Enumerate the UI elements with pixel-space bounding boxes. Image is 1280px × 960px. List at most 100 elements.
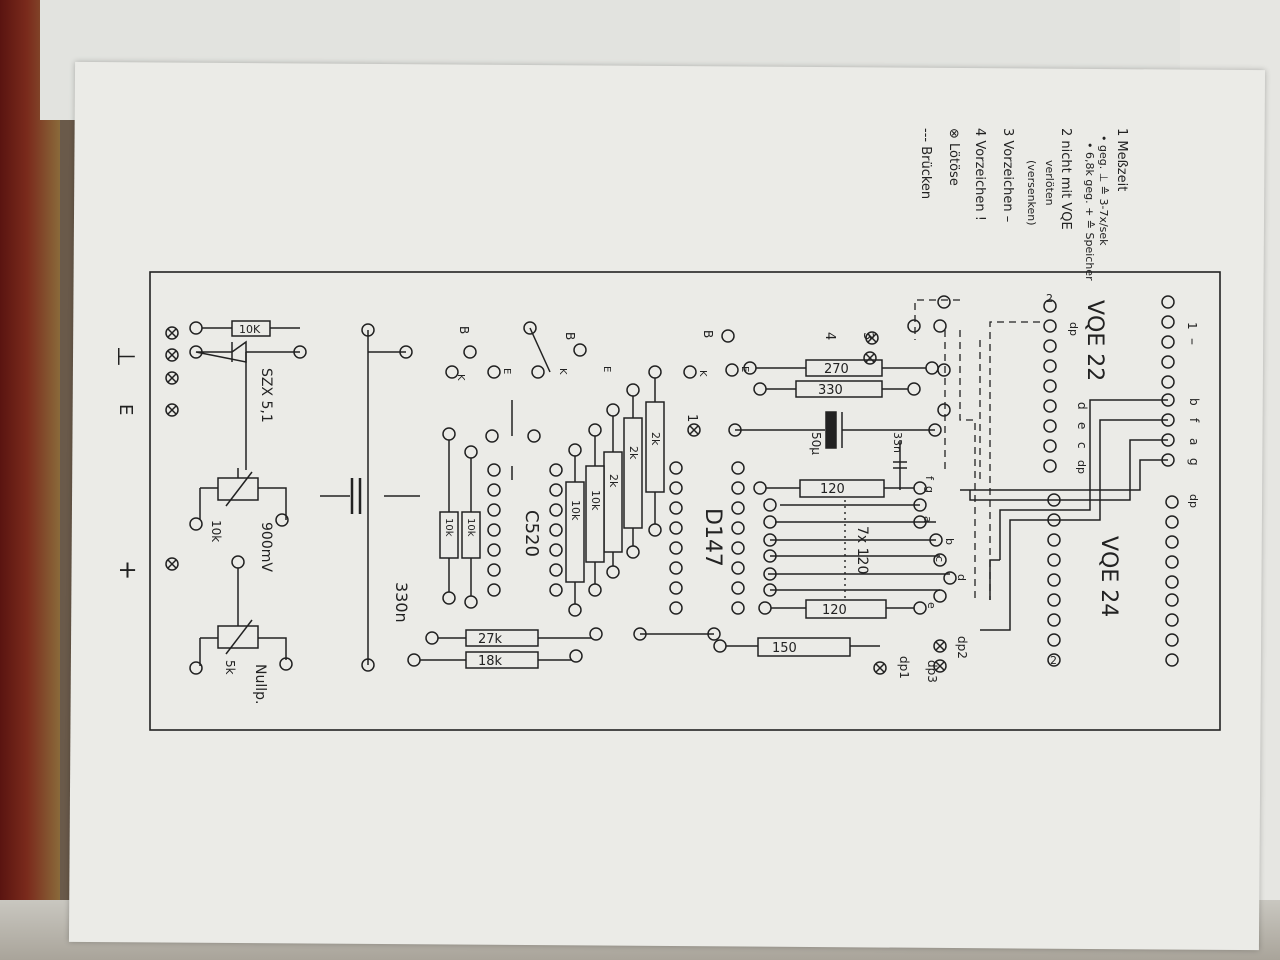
capacitors: [320, 323, 942, 672]
segment-pads: [763, 498, 957, 603]
label-dp2: dp2: [955, 636, 969, 659]
note-line-1b: • 6,8k geg. + ≙ Speicher: [1083, 142, 1096, 281]
label-e2: E: [601, 366, 612, 372]
label-seg-d: d: [1075, 402, 1089, 410]
label-seg-a: a: [1187, 438, 1201, 445]
label-50u: 50µ: [809, 432, 823, 455]
label-seg-b: b: [1187, 398, 1201, 406]
label-b1: B: [701, 330, 715, 338]
label-plus: +: [114, 560, 142, 580]
label-r2k-a: 2k: [649, 432, 662, 446]
label-r10k-d: 10k: [443, 518, 454, 537]
label-dp3: dp3: [925, 660, 939, 683]
ic-d147-pads: [669, 461, 745, 615]
label-pot-5k: 5k: [223, 660, 237, 675]
resistor-10k-b: [565, 481, 585, 583]
label-g-small: g: [923, 486, 936, 493]
capacitor-50u: [825, 411, 837, 449]
label-d-small: d: [955, 574, 968, 581]
label-seg-e: e: [1075, 422, 1089, 429]
label-b-small: b: [943, 538, 956, 545]
label-pin-1: 1: [1185, 322, 1199, 330]
capacitor-330n: [350, 478, 362, 514]
label-r2k-b: 2k: [627, 446, 640, 460]
label-r2k-c: 2k: [607, 474, 620, 488]
resistor-2k-c: [603, 451, 623, 553]
label-ground: ⊥: [112, 346, 140, 367]
label-seg-f: f: [1187, 418, 1201, 423]
resistor-120-b: [805, 599, 887, 619]
label-r270: 270: [824, 362, 849, 377]
solder-lugs: [165, 326, 947, 675]
notes-block: 1 Meßzeit • geg. ⊥ ≙ 3-7x/sek • 6,8k geg…: [918, 128, 1129, 281]
label-b3: B: [457, 326, 471, 334]
label-r120-a: 120: [820, 482, 845, 497]
label-vqe22: VQE 22: [1082, 300, 1107, 381]
label-r10k-b: 10k: [569, 500, 582, 521]
label-a-small: a: [921, 516, 934, 523]
label-pin-4: 4: [822, 332, 837, 340]
note-line-2b: (versenken): [1025, 160, 1038, 226]
bridges-dashed: [914, 299, 1040, 600]
label-vqe24: VQE 24: [1096, 536, 1121, 617]
segment-resistor-array: [768, 500, 950, 600]
transistor-pads: [445, 295, 951, 641]
label-minus: –: [1184, 338, 1200, 345]
resistor-2k-b: [623, 417, 643, 529]
label-pin-2b: 2: [1050, 654, 1057, 667]
note-line-2a: verlöten: [1043, 160, 1056, 206]
label-900mv: 900mV: [258, 522, 274, 572]
label-e1: E: [739, 366, 750, 372]
resistor-2k-a: [645, 401, 665, 493]
label-r27k: 27k: [478, 632, 503, 647]
labels: VQE 22 VQE 24 D147 C520 SZX 5,1 900mV Nu…: [112, 292, 1201, 704]
label-dp-right: dp: [1187, 494, 1200, 508]
label-e-small: e: [925, 602, 938, 609]
label-szx: SZX 5,1: [258, 368, 274, 423]
label-7x120: 7x 120: [854, 526, 870, 574]
note-line-4: 4 Vorzeichen !: [972, 128, 987, 221]
label-seg-dp: dp: [1075, 460, 1088, 474]
display-traces: [960, 399, 1168, 631]
label-pot-10k: 10k: [209, 520, 223, 542]
note-line-3: 3 Vorzeichen –: [1000, 128, 1015, 222]
zener-and-pots: [189, 340, 300, 675]
note-line-1a: • geg. ⊥ ≙ 3-7x/sek: [1097, 135, 1110, 246]
board-outline: [149, 271, 1221, 731]
label-seg-c: c: [1075, 442, 1089, 449]
note-line-1: 1 Meßzeit: [1114, 128, 1129, 191]
vqe24-pads: [1047, 493, 1179, 667]
label-d147: D147: [700, 508, 725, 567]
label-nullp: Nullp.: [252, 664, 268, 704]
label-r150: 150: [772, 641, 797, 656]
label-33n: 33n: [891, 432, 904, 453]
label-pin-3: 3: [860, 332, 875, 340]
label-c-small: c: [933, 556, 946, 562]
resistor-150: [757, 637, 851, 657]
label-pin-2a: 2: [1046, 292, 1053, 305]
note-line-2: 2 nicht mit VQE: [1058, 128, 1073, 230]
label-r10k-a: 10k: [589, 490, 602, 511]
table-surface: [0, 0, 60, 960]
label-r18k: 18k: [478, 654, 503, 669]
note-line-5: ⊗ Lötöse: [946, 128, 961, 186]
label-330n: 330n: [392, 582, 411, 623]
note-line-6: --- Brücken: [918, 128, 933, 199]
resistor-10k-a: [585, 465, 605, 563]
label-r120-b: 120: [822, 603, 847, 618]
lead-pads: [189, 321, 939, 667]
resistors: [231, 320, 887, 669]
label-r330: 330: [818, 383, 843, 398]
vqe22-pads: [1043, 295, 1175, 473]
ic-c520-pads: [487, 463, 563, 597]
label-f-small: f: [923, 476, 936, 481]
label-dp1: dp1: [897, 656, 911, 679]
label-dp-left: dp: [1067, 322, 1080, 336]
label-b2: B: [563, 332, 577, 340]
label-r10k-top: 10K: [239, 323, 261, 336]
label-k3: K: [455, 374, 466, 381]
label-seg-g: g: [1187, 458, 1201, 466]
label-c520: C520: [521, 510, 542, 557]
label-r10k-c: 10k: [465, 518, 476, 537]
